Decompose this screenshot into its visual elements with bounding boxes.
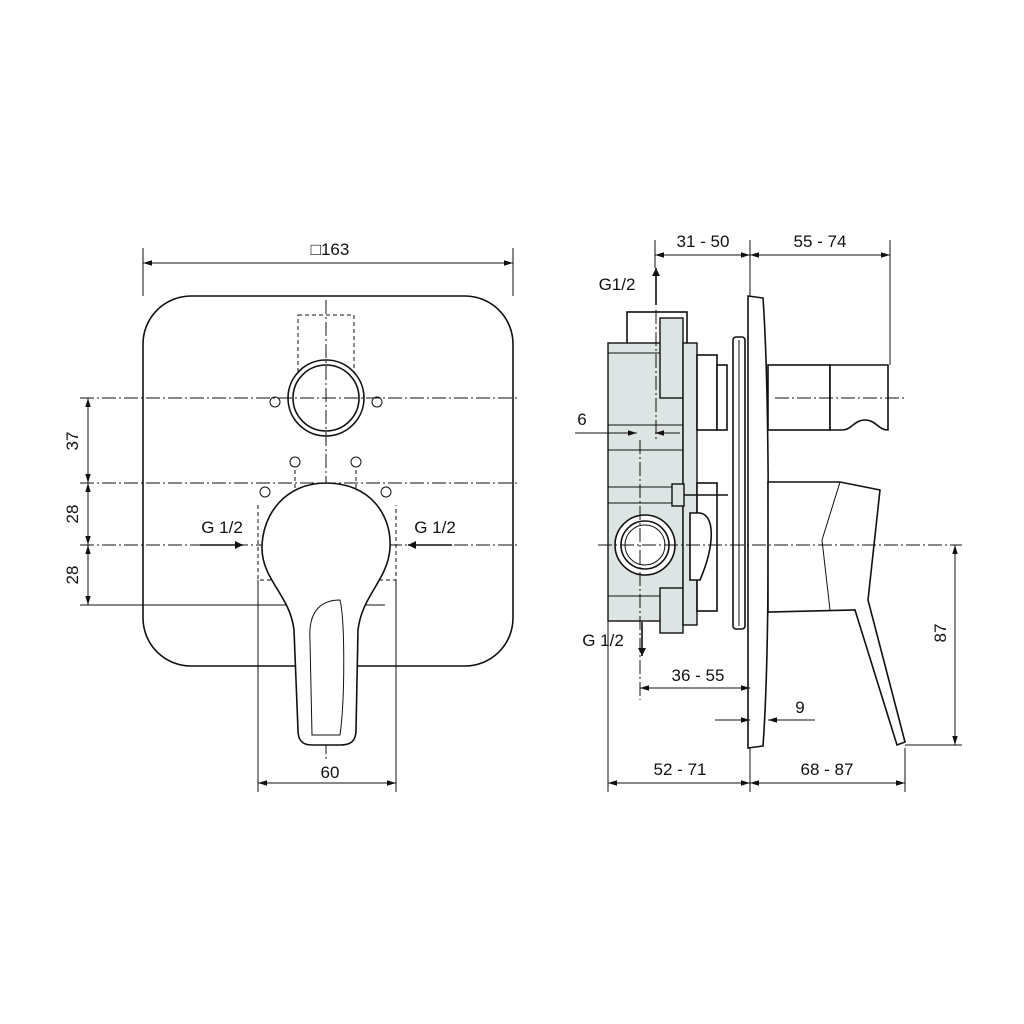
- mixer-lever-side: [767, 481, 906, 747]
- inlet-left-label: G 1/2: [201, 518, 243, 537]
- outlet-top-label: G1/2: [599, 275, 636, 294]
- dim-87-label: 87: [931, 624, 950, 643]
- dim-36-55-label: 36 - 55: [672, 666, 725, 685]
- dim-68-87-label: 68 - 87: [801, 760, 854, 779]
- mixer-handle: [261, 482, 391, 746]
- dim-55-74-label: 55 - 74: [794, 232, 847, 251]
- side-view: 31 - 50 55 - 74 G1/2 6 G 1/2 36 - 55 9: [575, 232, 962, 792]
- outlet-bottom-label: G 1/2: [582, 631, 624, 650]
- dim-28-lower-label: 28: [63, 566, 82, 585]
- dim-6-label: 6: [577, 410, 586, 429]
- plate-size-label: □163: [311, 240, 350, 259]
- front-view: □163 37 28 28 G 1/2 G 1/2 60: [63, 240, 520, 792]
- dim-31-50-label: 31 - 50: [677, 232, 730, 251]
- handle-width-label: 60: [321, 763, 340, 782]
- dim-9-label: 9: [795, 698, 804, 717]
- dim-28-upper-label: 28: [63, 505, 82, 524]
- dim-37-label: 37: [63, 432, 82, 451]
- dim-52-71-label: 52 - 71: [654, 760, 707, 779]
- wall-rosette: [747, 295, 770, 749]
- inlet-right-label: G 1/2: [414, 518, 456, 537]
